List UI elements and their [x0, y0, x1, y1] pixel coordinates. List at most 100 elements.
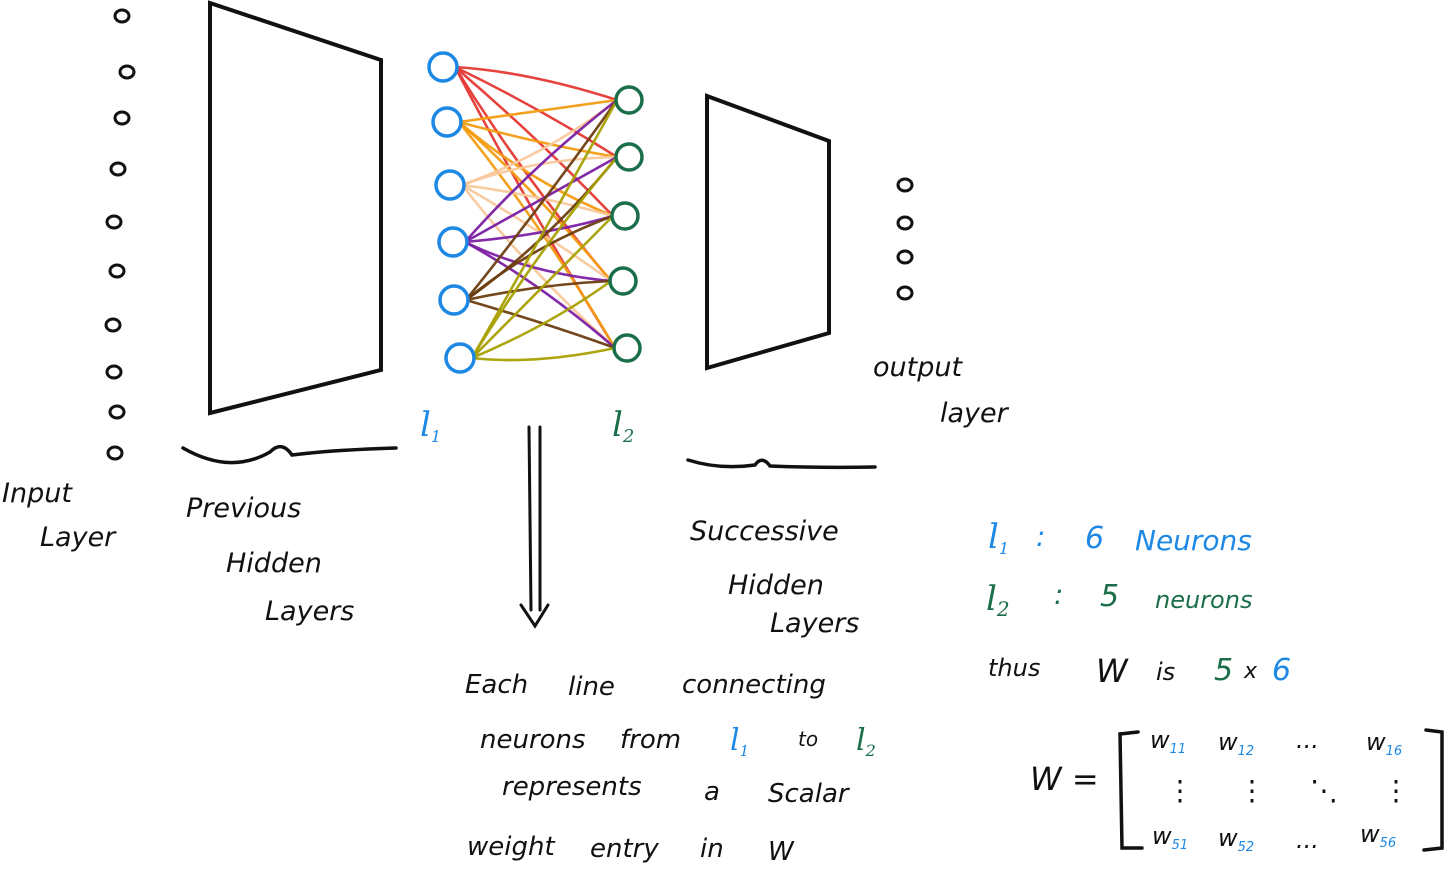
matrix-entry-11: w11: [1150, 726, 1186, 757]
l1-label-symbol: l: [420, 405, 431, 445]
weight-connections: [453, 65, 619, 362]
successive-hidden-label-1: Successive: [690, 516, 839, 547]
note-to: to: [798, 727, 818, 751]
info-cols: 6: [1272, 653, 1291, 688]
note-l1-sub: 1: [740, 742, 750, 760]
note-from: from: [620, 725, 681, 755]
input-neuron: [109, 161, 127, 177]
input-layer-label-2: Layer: [40, 522, 117, 553]
output-neuron: [896, 285, 914, 301]
output-layer-label-2: layer: [940, 398, 1010, 429]
note-each: Each: [465, 670, 528, 700]
weight-edge: [470, 279, 613, 360]
weight-edge: [470, 98, 619, 360]
output-neuron: [896, 249, 914, 265]
info-l2-symbol: l2: [986, 579, 1010, 621]
output-neuron: [896, 177, 914, 193]
matrix-entry-12: w12: [1218, 728, 1254, 759]
weight-edge: [463, 155, 619, 244]
weight-edge: [453, 65, 619, 159]
info-l1-word: Neurons: [1135, 524, 1252, 557]
weight-edge: [457, 120, 617, 350]
weight-edge: [464, 214, 615, 302]
l1-neuron: [437, 226, 469, 258]
info-l2-count: 5: [1100, 579, 1119, 614]
note-represents: represents: [502, 772, 642, 802]
input-neuron: [106, 445, 124, 461]
weight-edge: [470, 346, 617, 362]
l1-neuron: [431, 106, 463, 138]
matrix-entry-56: w56: [1360, 820, 1396, 851]
info-is: is: [1156, 658, 1175, 686]
info-l2-word: neurons: [1155, 586, 1252, 614]
weight-edge: [460, 155, 619, 187]
successive-hidden-label-2: Hidden: [728, 570, 824, 601]
input-neuron: [104, 317, 122, 333]
weight-matrix: W = w11 w12 ... w16 ⋮ ⋮ ⋱ ⋮ w51 w52: [1030, 726, 1444, 855]
output-layer-neurons: [896, 177, 914, 301]
l1-neuron: [434, 169, 466, 201]
input-neuron: [113, 110, 131, 126]
l2-neuron: [608, 266, 638, 296]
input-neuron: [118, 64, 136, 80]
note-connecting: connecting: [682, 670, 826, 700]
weight-edge: [470, 214, 615, 360]
l1-label-sub: 1: [431, 427, 441, 446]
matrix-entry-51: w51: [1152, 822, 1188, 853]
info-w: W: [1096, 652, 1129, 690]
successive-hidden-layers-block: [705, 93, 831, 371]
info-thus: thus: [988, 654, 1040, 682]
successive-hidden-brace: [686, 458, 877, 470]
note-l2-sub: 2: [865, 741, 876, 760]
output-neuron: [896, 215, 914, 231]
matrix-hdots-top: ...: [1296, 726, 1319, 754]
input-layer-neurons: [104, 8, 136, 461]
note-in: in: [700, 834, 724, 864]
matrix-vdots-col2: ⋮: [1238, 774, 1266, 807]
l2-neurons: [608, 85, 644, 363]
note-weight: weight: [467, 832, 555, 862]
matrix-lhs: W =: [1030, 760, 1099, 798]
matrix-left-bracket: [1118, 730, 1144, 850]
note-l2-symbol: l: [856, 723, 866, 758]
down-arrow: [519, 425, 550, 629]
l2-neuron: [614, 142, 644, 172]
info-l2-colon: :: [1054, 578, 1063, 611]
l1-label: l1: [420, 405, 441, 446]
note-a: a: [704, 777, 720, 807]
previous-hidden-label-2: Hidden: [226, 548, 322, 579]
info-l1-colon: :: [1036, 520, 1045, 553]
input-neuron: [105, 364, 123, 380]
l1-neuron: [438, 284, 470, 316]
previous-hidden-brace: [181, 445, 398, 465]
previous-hidden-layers-block: [208, 0, 383, 416]
weight-edge: [457, 98, 619, 124]
weight-edge: [464, 98, 619, 302]
info-rows: 5: [1214, 653, 1233, 688]
input-neuron: [108, 263, 126, 279]
matrix-vdots-col6: ⋮: [1382, 774, 1410, 807]
matrix-right-bracket: [1422, 728, 1444, 852]
l2-neuron: [610, 201, 640, 231]
note-scalar: Scalar: [768, 779, 851, 809]
weight-edge: [453, 65, 619, 102]
successive-hidden-label-3: Layers: [770, 608, 859, 639]
matrix-vdots-col1: ⋮: [1166, 774, 1194, 807]
l2-neuron: [612, 333, 642, 363]
weight-edge: [457, 120, 613, 283]
weight-edge: [463, 98, 619, 244]
note-line: line: [568, 672, 615, 702]
weight-edge: [457, 120, 619, 159]
l1-neuron: [427, 51, 459, 83]
info-x: x: [1243, 659, 1258, 684]
l1-neurons: [427, 51, 476, 374]
matrix-hdots-bottom: ...: [1296, 826, 1319, 854]
l1-neuron: [444, 342, 476, 374]
weight-edge: [464, 279, 613, 302]
info-l1-count: 6: [1085, 521, 1104, 556]
l2-neuron: [614, 85, 644, 115]
l2-label-symbol: l: [612, 405, 623, 445]
note-l1: l1: [730, 723, 749, 760]
note-neurons: neurons: [480, 725, 586, 755]
